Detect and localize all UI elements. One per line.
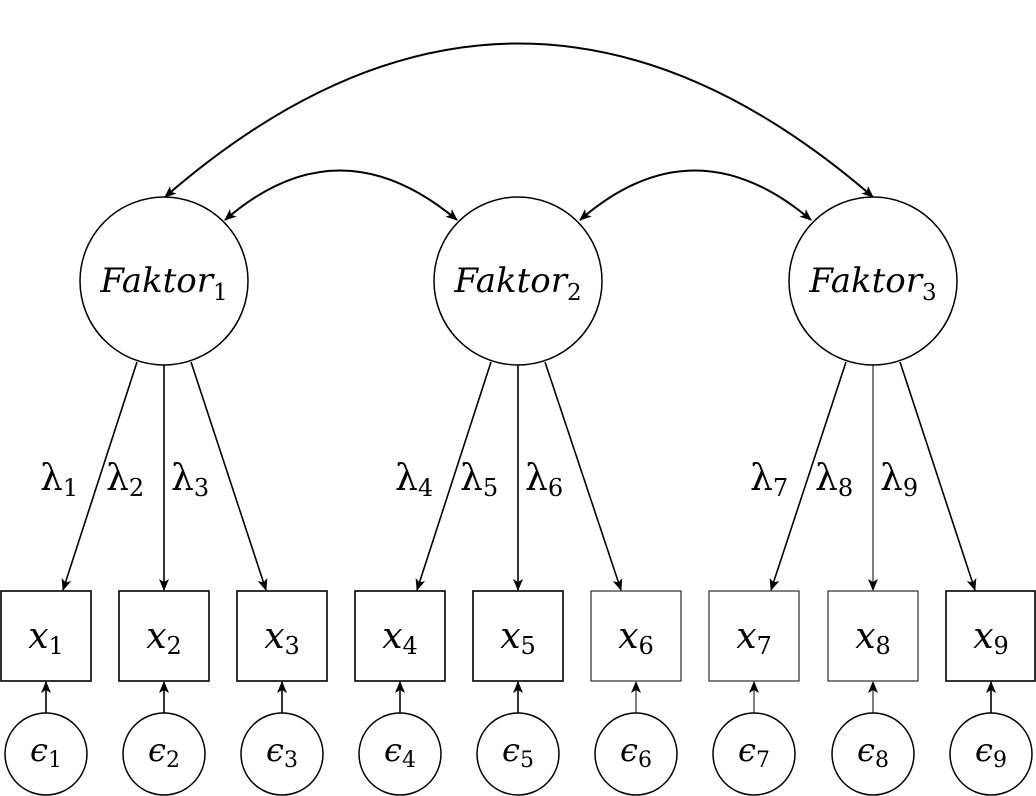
error-label-9: ϵ9 xyxy=(975,731,1007,773)
error-node-2 xyxy=(122,712,206,796)
factors: Faktor1 Faktor2 Faktor3 xyxy=(79,196,958,366)
error-node-3 xyxy=(240,712,324,796)
error-node-7 xyxy=(712,712,796,796)
error-label-1: ϵ1 xyxy=(30,731,62,773)
loading-arrow-7 xyxy=(769,361,847,591)
covariance-arc-1-2 xyxy=(224,169,458,221)
error-node-4 xyxy=(358,712,442,796)
indicator-box-4 xyxy=(354,590,446,682)
indicator-label-3: x3 xyxy=(264,616,300,660)
indicator-box-7 xyxy=(708,590,800,682)
error-label-7: ϵ7 xyxy=(738,731,770,773)
error-labels: ϵ1 ϵ2 ϵ3 ϵ4 ϵ5 ϵ6 ϵ7 ϵ8 ϵ9 xyxy=(30,731,1007,773)
indicators xyxy=(0,590,1036,682)
indicator-label-6: x6 xyxy=(618,616,654,660)
indicator-label-8: x8 xyxy=(855,616,891,660)
indicator-label-4: x4 xyxy=(382,616,418,660)
indicator-box-8 xyxy=(827,590,919,682)
loading-label-2: λ2 xyxy=(106,458,144,502)
error-node-6 xyxy=(594,712,678,796)
loading-label-8: λ8 xyxy=(815,458,853,502)
loading-arrow-6 xyxy=(544,361,623,591)
error-label-6: ϵ6 xyxy=(620,731,652,773)
error-label-4: ϵ4 xyxy=(384,731,416,773)
loading-arrows xyxy=(61,361,977,591)
indicator-box-6 xyxy=(590,590,682,682)
loading-arrow-1 xyxy=(61,361,138,591)
error-label-5: ϵ5 xyxy=(502,731,534,773)
errors xyxy=(4,712,1033,796)
factor-label-2: Faktor2 xyxy=(453,261,581,306)
indicator-box-9 xyxy=(945,590,1036,682)
error-node-9 xyxy=(949,712,1033,796)
error-arrows xyxy=(41,681,996,713)
covariance-arc-2-3 xyxy=(579,169,812,221)
loading-arrow-3 xyxy=(190,361,268,591)
loading-label-7: λ7 xyxy=(750,458,788,502)
indicator-label-1: x1 xyxy=(28,616,64,660)
factor-node-1: Faktor1 xyxy=(79,196,249,366)
indicator-box-1 xyxy=(0,590,92,682)
indicator-box-5 xyxy=(472,590,564,682)
loading-label-6: λ6 xyxy=(525,458,563,502)
loading-label-4: λ4 xyxy=(395,458,433,502)
error-label-3: ϵ3 xyxy=(266,731,298,773)
error-node-8 xyxy=(831,712,915,796)
factor-node-3: Faktor3 xyxy=(788,196,958,366)
indicator-box-2 xyxy=(118,590,210,682)
error-node-1 xyxy=(4,712,88,796)
loading-label-5: λ5 xyxy=(460,458,498,502)
indicator-label-2: x2 xyxy=(146,616,182,660)
indicator-box-3 xyxy=(236,590,328,682)
indicator-label-9: x9 xyxy=(973,616,1009,660)
error-label-2: ϵ2 xyxy=(148,731,180,773)
loading-labels: λ1 λ2 λ3 λ4 λ5 λ6 λ7 λ8 λ9 xyxy=(40,458,918,502)
covariance-arc-1-3 xyxy=(164,42,874,198)
factor-node-2: Faktor2 xyxy=(433,196,603,366)
loading-label-9: λ9 xyxy=(880,458,918,502)
error-label-8: ϵ8 xyxy=(857,731,889,773)
indicator-labels: x1 x2 x3 x4 x5 x6 x7 x8 x9 xyxy=(28,616,1009,660)
loading-arrow-9 xyxy=(899,361,977,591)
indicator-label-5: x5 xyxy=(500,616,536,660)
loading-label-1: λ1 xyxy=(40,458,78,502)
factor-label-3: Faktor3 xyxy=(808,261,936,306)
covariance-arcs xyxy=(164,42,874,221)
error-node-5 xyxy=(476,712,560,796)
loading-label-3: λ3 xyxy=(171,458,209,502)
loading-arrow-4 xyxy=(415,361,492,591)
indicator-label-7: x7 xyxy=(736,616,772,660)
factor-label-1: Faktor1 xyxy=(99,261,227,306)
